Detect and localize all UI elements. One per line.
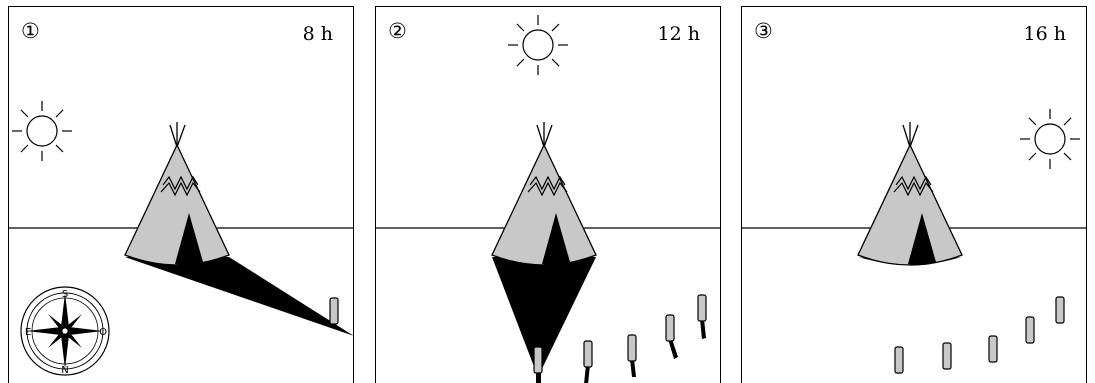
tent <box>492 122 596 265</box>
stick <box>943 343 951 369</box>
tent-shadow <box>492 257 596 377</box>
stick <box>698 295 706 339</box>
panel-16h: ③ 16 h <box>741 6 1087 383</box>
stick <box>895 347 903 373</box>
panel-12h: ② 12 h <box>375 6 721 383</box>
tent <box>125 122 229 265</box>
compass-west: O <box>99 327 107 338</box>
stick <box>989 336 997 362</box>
compass-north: N <box>61 365 68 376</box>
stick <box>584 341 592 383</box>
stick <box>1026 317 1034 343</box>
sun-icon <box>1020 109 1080 169</box>
stick <box>628 335 636 377</box>
scene-8h: S N E O <box>9 7 354 383</box>
sun-icon <box>508 15 568 75</box>
stick <box>1056 297 1064 323</box>
scene-12h <box>376 7 721 383</box>
panel-8h: ① 8 h S N E O <box>8 6 354 383</box>
tent <box>858 122 962 265</box>
compass-icon: S N E O <box>21 287 109 376</box>
scene-16h <box>742 7 1087 383</box>
compass-east: E <box>25 327 31 338</box>
stick <box>666 315 678 359</box>
sun-icon <box>12 101 72 161</box>
stick <box>330 298 338 324</box>
tent-shadow <box>125 257 354 336</box>
stick <box>534 347 542 383</box>
compass-south: S <box>62 289 68 300</box>
